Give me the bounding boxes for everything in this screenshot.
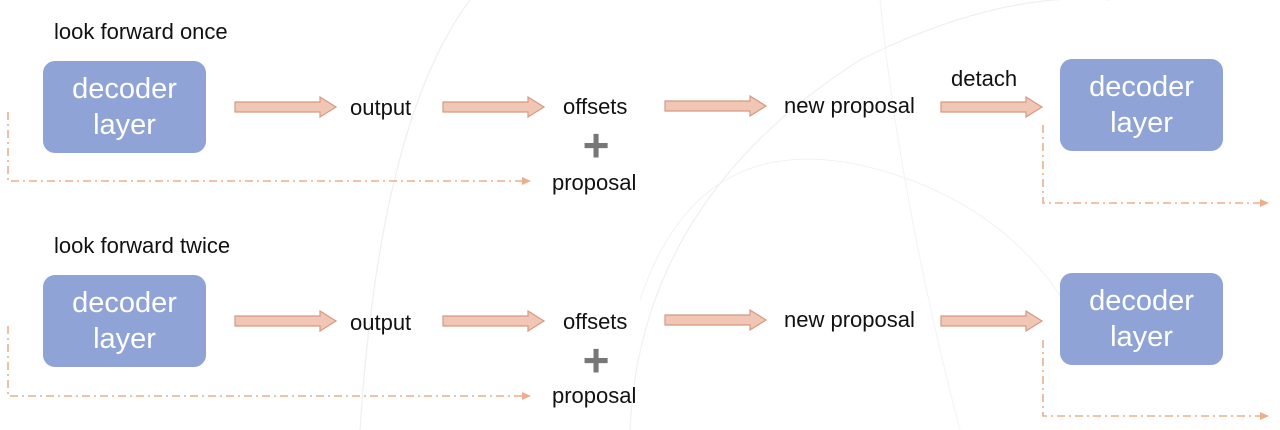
offsets-label: offsets <box>563 309 628 334</box>
box-label-line2: layer <box>93 323 156 355</box>
dashed-arrowhead <box>522 177 531 185</box>
decoder-layer-box: decoder layer <box>1060 273 1223 365</box>
arrow-right-icon <box>940 310 1044 332</box>
proposal-label: proposal <box>552 170 637 195</box>
output-label: output <box>350 95 412 120</box>
row-title: look forward once <box>54 19 228 44</box>
box-label-line2: layer <box>93 109 156 141</box>
row-title: look forward twice <box>54 233 231 258</box>
dashed-arrowhead <box>1260 412 1269 420</box>
decoder-layer-box: decoder layer <box>43 61 206 153</box>
dashed-arrowhead <box>1260 199 1269 207</box>
box-label-line1: decoder <box>1089 71 1194 103</box>
arrow-right-icon <box>940 96 1044 118</box>
new-proposal-label: new proposal <box>784 307 915 332</box>
detach-label: detach <box>951 66 1018 91</box>
new-proposal-label: new proposal <box>784 93 915 118</box>
dashed-connector-line <box>7 112 524 182</box>
plus-icon: + <box>582 334 610 386</box>
arrow-right-icon <box>234 96 338 118</box>
box-label-line1: decoder <box>1089 285 1194 317</box>
dashed-connector-line <box>1042 340 1262 417</box>
dashed-connector-line <box>7 326 524 397</box>
dashed-connector-line <box>1042 125 1262 204</box>
box-label-line1: decoder <box>72 73 177 105</box>
box-label-line2: layer <box>1110 107 1173 139</box>
decoder-layer-box: decoder layer <box>43 275 206 367</box>
arrow-right-icon <box>234 310 338 332</box>
box-label-line2: layer <box>1110 321 1173 353</box>
decoder-layer-box: decoder layer <box>1060 59 1223 151</box>
output-label: output <box>350 310 412 335</box>
arrow-right-icon <box>664 95 768 117</box>
arrow-right-icon <box>664 309 768 331</box>
arrow-right-icon <box>442 310 546 332</box>
box-label-line1: decoder <box>72 287 177 319</box>
dashed-arrowhead <box>522 392 531 400</box>
plus-icon: + <box>582 119 610 171</box>
proposal-label: proposal <box>552 383 637 408</box>
arrow-right-icon <box>442 96 546 118</box>
offsets-label: offsets <box>563 94 628 119</box>
